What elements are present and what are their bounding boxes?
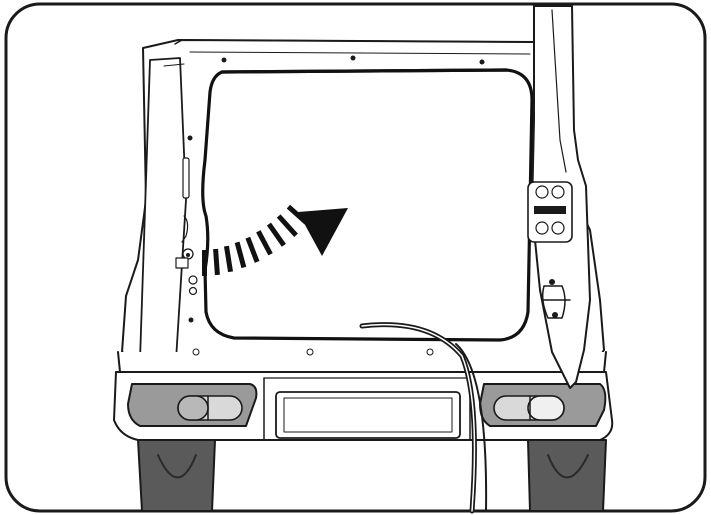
tailgate-hinge [528,182,572,242]
right-tire [528,440,606,511]
lower-trim [118,352,606,372]
left-tire [138,440,215,511]
vehicle-rear [114,6,612,511]
door-seal-strip [203,70,532,340]
right-tail-lamp [480,384,605,426]
left-tail-lamp [128,384,256,426]
left-hinge-slot [183,158,189,198]
